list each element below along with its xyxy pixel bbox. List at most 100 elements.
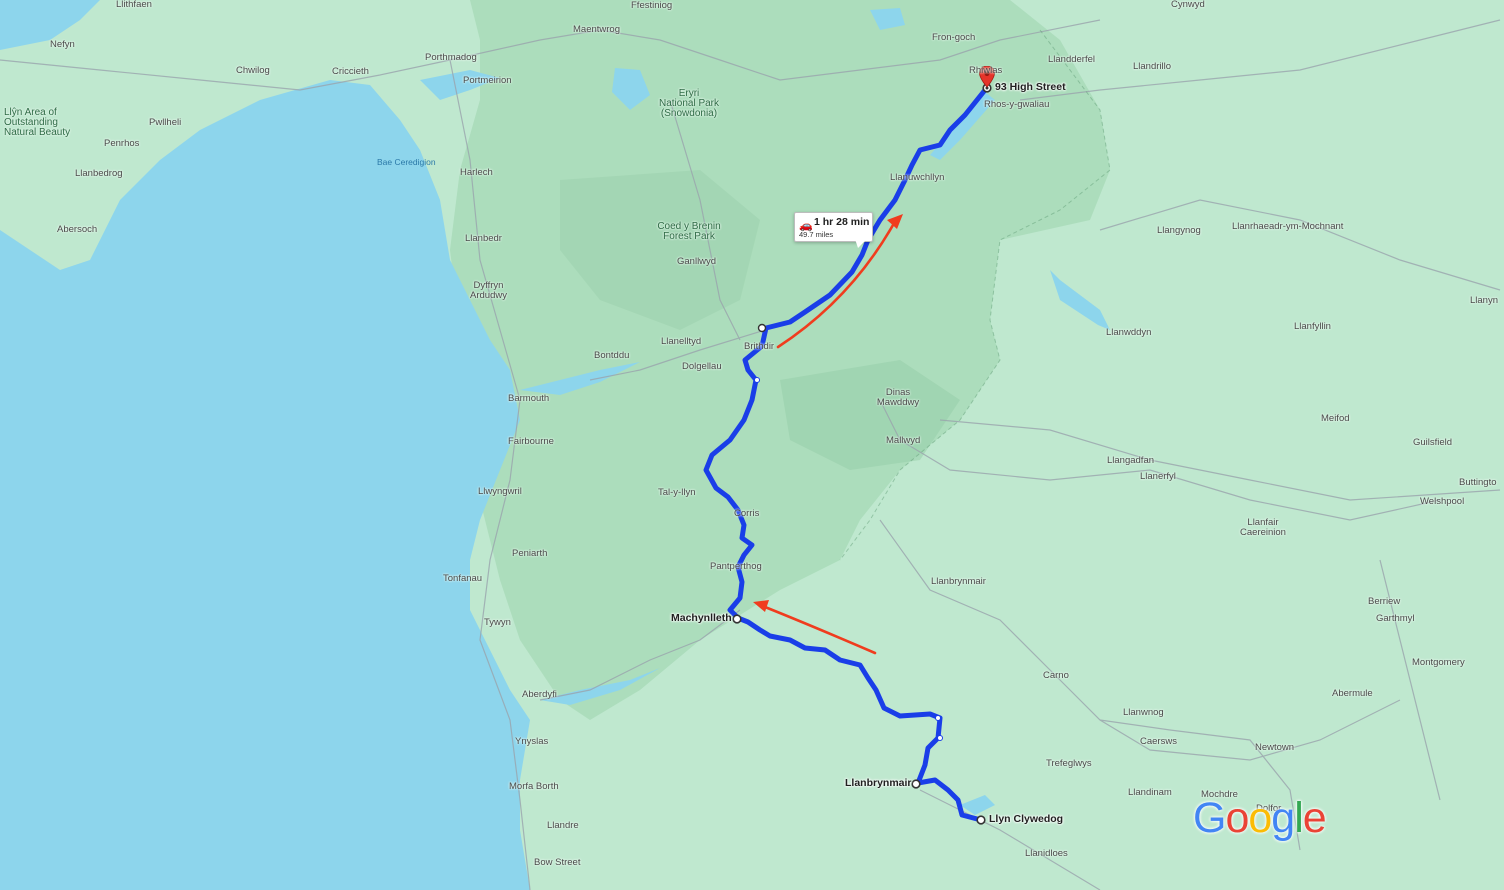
waypoint-label-machynlleth: Machynlleth — [671, 612, 732, 624]
place-label: Carno — [1043, 670, 1069, 681]
waypoint-llanbrynmair-marker[interactable] — [911, 779, 921, 789]
place-label: Penrhos — [104, 138, 140, 149]
eryri-line: (Snowdonia) — [660, 108, 718, 119]
place-label: Llanyn — [1470, 295, 1498, 306]
place-label: Caersws — [1140, 736, 1177, 747]
waypoint-brithdir-marker[interactable] — [757, 323, 767, 333]
place-label: Pantperthog — [710, 561, 762, 572]
dinas-line: Mawddwy — [876, 397, 920, 408]
place-label: Abersoch — [57, 224, 98, 235]
sea-label: Bae Ceredigion — [377, 157, 436, 167]
place-label: Porthmadog — [425, 52, 477, 63]
aonb-line: Natural Beauty — [4, 127, 71, 138]
llanfair-caereinion-label: Llanfair Caereinion — [1238, 518, 1288, 538]
place-label: Newtown — [1255, 742, 1295, 753]
roads — [0, 19, 1501, 890]
place-label: Montgomery — [1412, 657, 1465, 668]
place-label: Pwllheli — [149, 117, 182, 128]
annotation-arrow-north-head — [887, 214, 903, 229]
llyn-tegid-lake — [930, 92, 995, 160]
lake-vyrnwy — [1050, 270, 1110, 330]
route-duration: 1 hr 28 min — [814, 216, 870, 228]
coed-y-brenin-label: Coed y Brenin Forest Park — [654, 222, 724, 242]
dyffryn-label: Dyffryn Ardudwy — [470, 281, 507, 301]
waypoint-label-llanbrynmair: Llanbrynmair — [845, 777, 912, 789]
llanfair-line: Llanfair — [1247, 517, 1279, 528]
place-label: Welshpool — [1420, 496, 1465, 507]
place-label: Llanelltyd — [661, 336, 702, 347]
route-duration-callout[interactable]: 🚗 1 hr 28 min 49.7 miles — [794, 212, 873, 242]
place-label: Bow Street — [534, 857, 581, 868]
place-label: Llanidloes — [1025, 848, 1068, 859]
place-label: Llanbrynmair — [931, 576, 986, 587]
eryri-line: Eryri — [678, 88, 700, 99]
coed-line: Forest Park — [663, 231, 715, 242]
destination-pin-icon[interactable] — [979, 66, 995, 88]
logo-letter: l — [1294, 794, 1304, 842]
pin-dot — [984, 70, 990, 76]
north-coast-water — [0, 0, 100, 50]
place-label: Barmouth — [508, 393, 550, 404]
place-label: Llandinam — [1128, 787, 1172, 798]
forest-area — [560, 170, 760, 330]
place-label: Bontddu — [594, 350, 630, 361]
dyffryn-line: Dyffryn — [473, 280, 504, 291]
waypoint-machynlleth-marker[interactable] — [732, 614, 742, 624]
aonb-line: Outstanding — [4, 117, 58, 128]
place-label: Morfa Borth — [509, 781, 559, 792]
pin-shape — [979, 66, 995, 88]
place-label: Llanwnog — [1123, 707, 1164, 718]
estuary-water — [420, 70, 500, 100]
waypoint-minor-marker[interactable] — [935, 715, 941, 721]
place-label: Buttingto — [1459, 477, 1497, 488]
place-label: Fairbourne — [508, 436, 554, 447]
mawddach-estuary — [520, 362, 640, 395]
coed-line: Coed y Brenin — [657, 221, 721, 232]
waypoint-dolgellau-marker[interactable] — [754, 377, 760, 383]
place-label: Llanfyllin — [1294, 321, 1331, 332]
place-label: Nefyn — [50, 39, 75, 50]
place-label: Trefeglwys — [1046, 758, 1092, 769]
place-label: Llanwddyn — [1106, 327, 1152, 338]
logo-letter: G — [1193, 794, 1226, 842]
logo-letter: e — [1302, 794, 1327, 842]
waypoint-minor-marker[interactable] — [937, 735, 943, 741]
logo-letter: g — [1271, 794, 1295, 842]
start-label[interactable]: Llyn Clywedog — [989, 813, 1064, 825]
waypoint-start-marker[interactable] — [976, 815, 986, 825]
place-label: Dolfor — [1256, 803, 1282, 814]
destination-marker-dot — [985, 86, 989, 90]
place-label: Llangadfan — [1107, 455, 1155, 466]
park-boundary — [839, 29, 1111, 561]
place-label: Chwilog — [236, 65, 270, 76]
north-lake — [870, 8, 905, 30]
place-label: Llanrhaeadr-ym-Mochnant — [1232, 221, 1344, 232]
place-label: Llandre — [547, 820, 579, 831]
place-label: Tonfanau — [443, 573, 483, 584]
place-label: Rhos-y-gwaliau — [984, 99, 1050, 110]
annotation-arrows — [753, 214, 903, 655]
destination-label[interactable]: 93 High Street — [995, 81, 1066, 93]
place-label: Berriew — [1368, 596, 1401, 607]
place-label: Rhiwlas — [969, 65, 1003, 76]
place-label: Cynwyd — [1171, 0, 1205, 10]
place-label: Mochdre — [1201, 789, 1238, 800]
annotation-arrow-west — [763, 605, 877, 655]
place-label: Llwyngwril — [478, 486, 522, 497]
callout-tail — [855, 239, 867, 248]
clywedog-lake — [960, 795, 995, 815]
annotation-arrow-west-head — [753, 600, 769, 612]
place-label: Meifod — [1321, 413, 1350, 424]
place-label: Llanuwchllyn — [890, 172, 945, 183]
place-label: Ynyslas — [515, 736, 549, 747]
place-label: Llandderfel — [1048, 54, 1096, 65]
aonb-label: Llŷn Area of Outstanding Natural Beauty — [4, 108, 70, 138]
place-label: Peniarth — [512, 548, 548, 559]
sea-area — [0, 80, 530, 890]
place-label: Llanbedrog — [75, 168, 123, 179]
eryri-line: National Park — [658, 98, 720, 109]
route-line — [703, 87, 988, 823]
hill-area — [780, 360, 960, 470]
